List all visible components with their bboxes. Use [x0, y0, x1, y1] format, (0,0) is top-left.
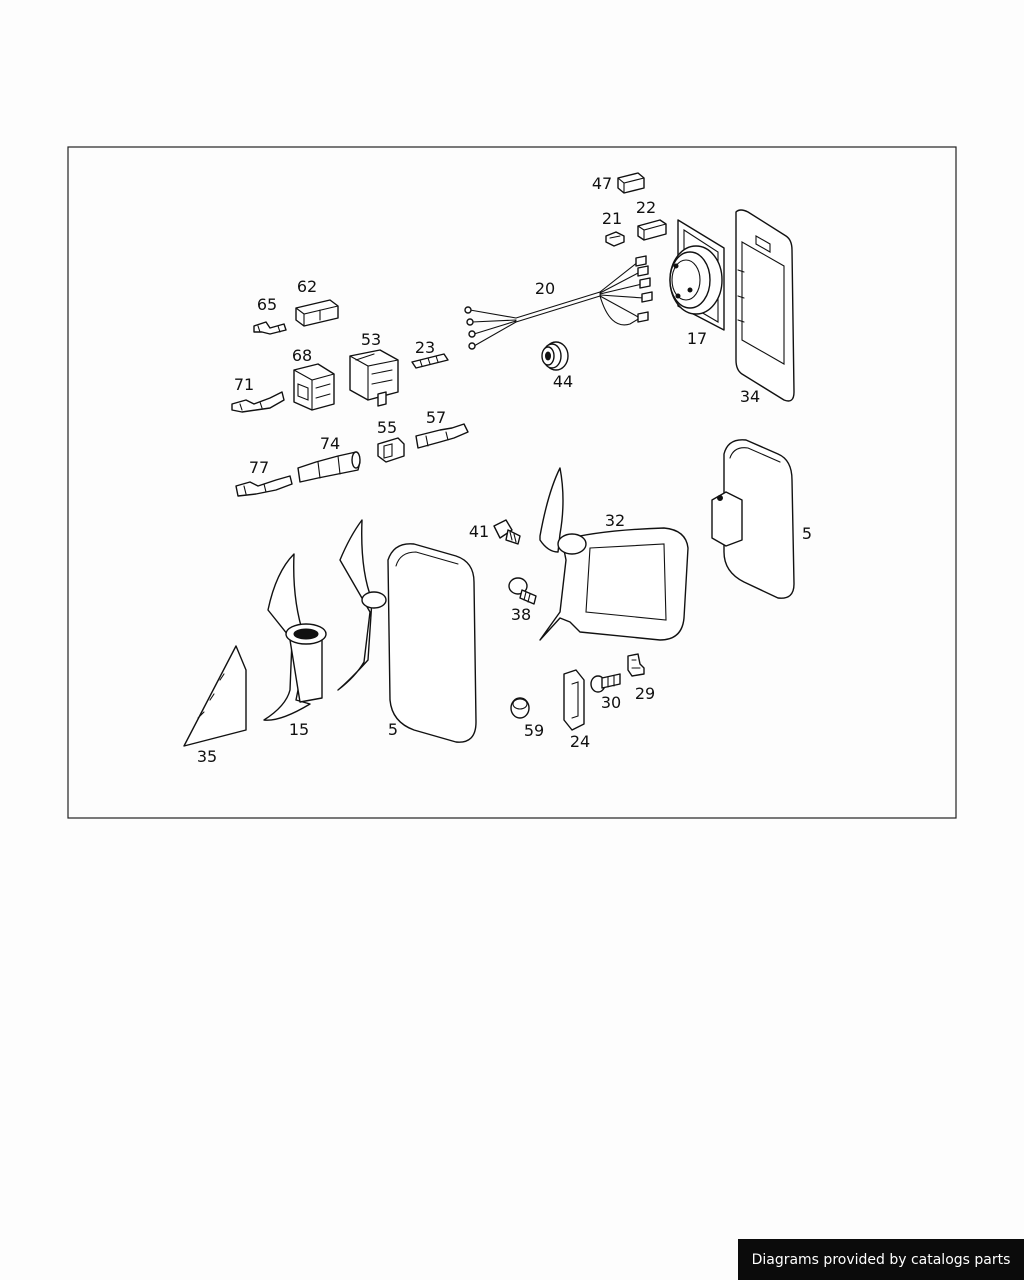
part-32-mirror-arm — [539, 467, 689, 641]
part-65-terminal — [253, 321, 287, 335]
callout-34: 34 — [740, 387, 760, 406]
callout-5-left: 5 — [388, 720, 398, 739]
attribution-footer: Diagrams provided by catalogs parts — [738, 1239, 1024, 1280]
callout-68: 68 — [292, 346, 312, 365]
callout-5-right: 5 — [802, 524, 812, 543]
callout-15: 15 — [289, 720, 309, 739]
part-38-bolt — [508, 577, 537, 605]
callout-38: 38 — [511, 605, 531, 624]
part-20-wiring-harness — [464, 255, 653, 350]
part-68-connector — [293, 363, 335, 411]
part-17-mirror-motor — [669, 219, 725, 331]
callout-41: 41 — [469, 522, 489, 541]
footer-text: Diagrams provided by catalogs parts — [751, 1251, 1011, 1268]
callout-65: 65 — [257, 295, 277, 314]
diagram-frame — [67, 146, 957, 819]
callout-77: 77 — [249, 458, 269, 477]
part-44-grommet — [541, 341, 569, 371]
callout-53: 53 — [361, 330, 381, 349]
callout-23: 23 — [415, 338, 435, 357]
part-34-mirror-glass — [735, 209, 795, 402]
part-74-connector — [297, 451, 361, 483]
part-59-plug — [510, 697, 530, 719]
callout-20: 20 — [535, 279, 555, 298]
callout-59: 59 — [524, 721, 544, 740]
part-57-terminal — [415, 423, 469, 449]
callout-62: 62 — [297, 277, 317, 296]
part-62-connector-housing — [295, 299, 339, 327]
part-29-clip — [627, 653, 645, 677]
callout-44: 44 — [553, 372, 573, 391]
part-55-terminal-housing — [377, 437, 405, 463]
part-5-mirror-housing-right — [711, 439, 795, 599]
part-41-bolt — [493, 519, 521, 545]
part-53-connector-block — [349, 349, 399, 407]
part-15-mirror-arm — [263, 553, 327, 721]
part-5-mirror-housing-left — [337, 519, 477, 743]
callout-74: 74 — [320, 434, 340, 453]
part-47-cap — [617, 172, 645, 194]
part-77-terminal — [235, 475, 293, 497]
callout-47: 47 — [592, 174, 612, 193]
part-24-bracket — [563, 669, 585, 731]
callout-labels: 47 21 22 20 17 34 62 65 53 23 68 71 44 5… — [197, 174, 812, 766]
part-35-cover — [183, 645, 247, 747]
callout-17: 17 — [687, 329, 707, 348]
callout-24: 24 — [570, 732, 590, 751]
callout-30: 30 — [601, 693, 621, 712]
part-30-screw — [590, 673, 621, 693]
part-71-terminal — [231, 391, 285, 413]
callout-29: 29 — [635, 684, 655, 703]
callout-57: 57 — [426, 408, 446, 427]
callout-21: 21 — [602, 209, 622, 228]
callout-22: 22 — [636, 198, 656, 217]
part-22-connector — [637, 219, 667, 241]
part-23-terminal-strip — [411, 353, 449, 369]
callout-55: 55 — [377, 418, 397, 437]
callout-71: 71 — [234, 375, 254, 394]
callout-35: 35 — [197, 747, 217, 766]
part-21-clip — [605, 231, 625, 247]
callout-32: 32 — [605, 511, 625, 530]
